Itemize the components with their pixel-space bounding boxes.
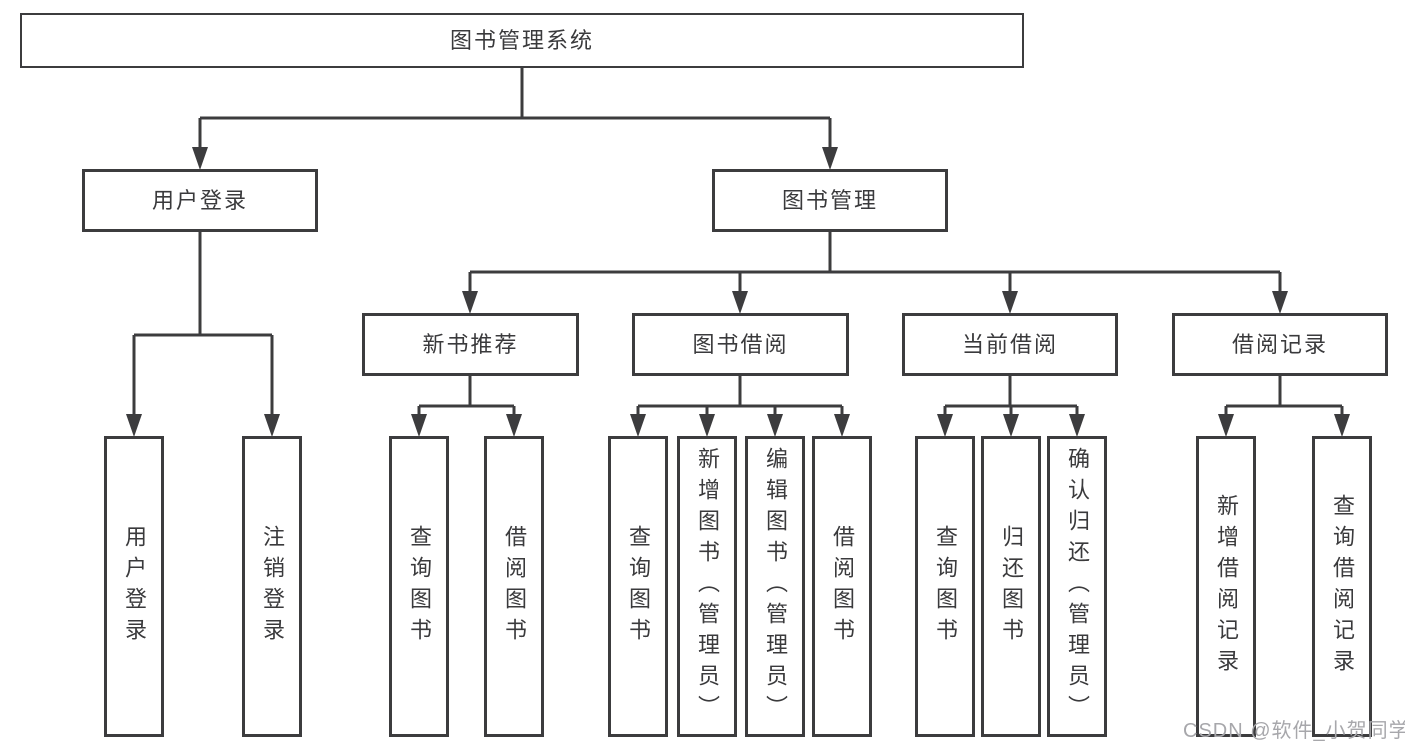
- arrowhead: [192, 147, 208, 170]
- arrowhead: [1069, 414, 1085, 437]
- arrowhead: [732, 291, 748, 314]
- node-new-book-recommend: 新书推荐: [362, 313, 579, 376]
- leaf-borrowing-add-books-admin: 新增图书（管理员）: [677, 436, 737, 737]
- arrowhead: [1272, 291, 1288, 314]
- arrowhead: [937, 414, 953, 437]
- leaf-current-query-books-label: 查询图书: [933, 524, 958, 649]
- leaf-newbook-query-books: 查询图书: [389, 436, 449, 737]
- leaf-records-add-record-label: 新增借阅记录: [1214, 493, 1239, 680]
- edge-borrow-records-to-leaves: [1218, 376, 1350, 437]
- leaf-borrowing-edit-books-admin: 编辑图书（管理员）: [745, 436, 805, 737]
- node-book-management-label: 图书管理: [781, 187, 878, 213]
- edge-book-mgmt-to-level2: [462, 232, 1288, 314]
- edge-user-login-to-leaves: [126, 232, 280, 437]
- node-user-login-label: 用户登录: [151, 187, 248, 213]
- leaf-newbook-borrow-books-label: 借阅图书: [502, 524, 527, 649]
- node-current-borrowing: 当前借阅: [902, 313, 1118, 376]
- leaf-borrowing-query-books: 查询图书: [608, 436, 668, 737]
- arrowhead: [630, 414, 646, 437]
- arrowhead: [834, 414, 850, 437]
- node-book-borrowing: 图书借阅: [632, 313, 849, 376]
- arrowhead: [462, 291, 478, 314]
- leaf-records-query-record: 查询借阅记录: [1312, 436, 1372, 737]
- arrowhead: [767, 414, 783, 437]
- leaf-current-confirm-return-admin: 确认归还（管理员）: [1047, 436, 1107, 737]
- node-current-borrowing-label: 当前借阅: [961, 331, 1058, 357]
- leaf-records-query-record-label: 查询借阅记录: [1330, 493, 1355, 680]
- leaf-records-add-record: 新增借阅记录: [1196, 436, 1256, 737]
- arrowhead: [126, 414, 142, 437]
- leaf-borrowing-borrow-books-label: 借阅图书: [830, 524, 855, 649]
- arrowhead: [1334, 414, 1350, 437]
- csdn-watermark: CSDN @软件_小贺同学: [1183, 720, 1405, 742]
- node-book-borrowing-label: 图书借阅: [692, 331, 789, 357]
- node-borrow-records: 借阅记录: [1172, 313, 1388, 376]
- leaf-borrowing-edit-books-admin-label: 编辑图书（管理员）: [763, 447, 788, 726]
- edge-new-book-to-leaves: [411, 376, 522, 437]
- leaf-current-confirm-return-admin-label: 确认归还（管理员）: [1065, 447, 1090, 726]
- leaf-current-query-books: 查询图书: [915, 436, 975, 737]
- arrowhead: [699, 414, 715, 437]
- node-user-login: 用户登录: [82, 169, 318, 232]
- arrowhead: [411, 414, 427, 437]
- leaf-borrowing-add-books-admin-label: 新增图书（管理员）: [695, 447, 720, 726]
- leaf-newbook-query-books-label: 查询图书: [407, 524, 432, 649]
- leaf-current-return-books: 归还图书: [981, 436, 1041, 737]
- edge-current-borrow-to-leaves: [937, 376, 1085, 437]
- edge-book-borrow-to-leaves: [630, 376, 850, 437]
- node-borrow-records-label: 借阅记录: [1231, 331, 1328, 357]
- leaf-user-login-label: 用户登录: [122, 524, 147, 649]
- node-new-book-recommend-label: 新书推荐: [422, 331, 519, 357]
- leaf-borrowing-query-books-label: 查询图书: [626, 524, 651, 649]
- leaf-user-login: 用户登录: [104, 436, 164, 737]
- node-book-management: 图书管理: [712, 169, 948, 232]
- arrowhead: [506, 414, 522, 437]
- arrowhead: [264, 414, 280, 437]
- arrowhead: [1003, 414, 1019, 437]
- arrowhead: [1002, 291, 1018, 314]
- leaf-logout: 注销登录: [242, 436, 302, 737]
- node-library-system: 图书管理系统: [20, 13, 1024, 68]
- arrowhead: [1218, 414, 1234, 437]
- edge-root-to-level1: [192, 68, 838, 170]
- leaf-newbook-borrow-books: 借阅图书: [484, 436, 544, 737]
- leaf-current-return-books-label: 归还图书: [999, 524, 1024, 649]
- arrowhead: [822, 147, 838, 170]
- leaf-logout-label: 注销登录: [260, 524, 285, 649]
- leaf-borrowing-borrow-books: 借阅图书: [812, 436, 872, 737]
- node-library-system-label: 图书管理系统: [449, 27, 594, 53]
